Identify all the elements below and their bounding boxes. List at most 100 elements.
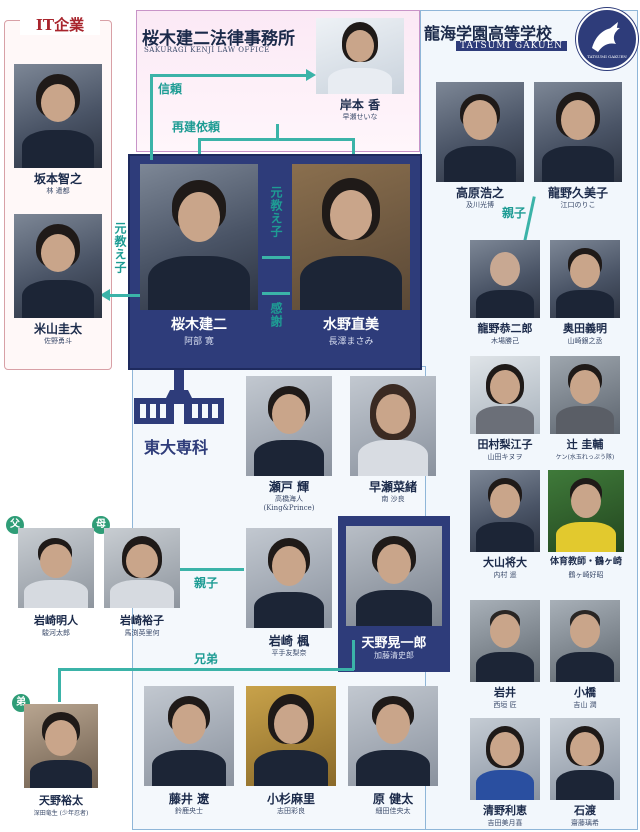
portrait — [246, 528, 332, 628]
portrait — [550, 356, 620, 434]
character-name: 早瀬菜緒 — [368, 480, 417, 494]
character-name: 体育教師・鶴ヶ崎 — [549, 557, 622, 567]
actor-name: 高橋海人 — [275, 495, 303, 503]
character-name: 小杉麻里 — [266, 792, 315, 806]
actor-name: 林 遣都 — [46, 187, 70, 195]
actor-name: ケン(水玉れっぷう隊) — [555, 454, 615, 461]
actor-name: 志田彩良 — [277, 807, 305, 815]
portrait — [470, 470, 540, 552]
portrait — [246, 376, 332, 476]
rebuild-line-stem — [276, 124, 279, 140]
rebuild-line-right — [352, 138, 355, 154]
character-name: 岩崎裕子 — [120, 614, 164, 627]
character-hayase: 早瀬菜緒 南 沙良 — [350, 376, 436, 506]
portrait — [550, 600, 620, 682]
former-student-left-arrowhead-icon — [100, 289, 110, 301]
character-tsuji: 辻 圭輔 ケン(水玉れっぷう隊) — [550, 356, 620, 462]
portrait — [104, 528, 180, 608]
character-name: 坂本智之 — [33, 172, 82, 186]
character-iwai: 岩井 西垣 匠 — [470, 600, 540, 712]
character-name: 原 健太 — [372, 792, 414, 806]
siblings-line-up — [352, 640, 355, 670]
portrait — [470, 718, 540, 800]
portrait — [470, 240, 540, 318]
actor-name: 山田キヌヲ — [487, 453, 523, 461]
actor-name: 馬渕英里何 — [124, 629, 160, 637]
parent-child-family-label: 親子 — [194, 576, 219, 590]
character-amano-koichiro: 天野晃一郎 加藤清史郎 — [346, 526, 442, 666]
character-fujii: 藤井 遼 鈴鹿央士 — [144, 686, 234, 822]
actor-name: 山崎銀之丞 — [567, 337, 603, 345]
trust-line-vertical — [150, 76, 153, 160]
character-kohashi: 小橋 吉山 潤 — [550, 600, 620, 712]
rebuild-line-left — [198, 138, 201, 154]
character-ryukai-kumiko: 龍野久美子 江口のりこ — [534, 82, 622, 218]
character-kishimoto: 岸本 香 早瀬せいな — [316, 18, 404, 126]
actor-name: 吉山 潤 — [573, 701, 597, 709]
character-takahara: 高原浩之 及川光博 — [436, 82, 524, 218]
character-sakamoto: 坂本智之 林 遣都 — [14, 64, 102, 198]
rebuild-label: 再建依頼 — [172, 120, 221, 134]
portrait — [140, 164, 258, 310]
it-company-title: IT企業 — [20, 14, 100, 35]
actor-name: 内村 遥 — [493, 571, 517, 579]
former-student-left-label: 元教え子 — [113, 222, 127, 274]
character-iwasaki-akito: 岩崎明人 駿河太郎 — [18, 528, 94, 638]
character-kosugi: 小杉麻里 志田彩良 — [246, 686, 336, 822]
character-name: 田村梨江子 — [477, 438, 533, 451]
character-okuda: 奥田義明 山崎銀之丞 — [550, 240, 620, 346]
gratitude-line — [262, 292, 290, 295]
character-sakuragi: 桜木建二 阿部 寛 — [140, 164, 258, 347]
character-name: 岩崎 楓 — [268, 634, 310, 648]
character-tsurugasaki: 体育教師・鶴ヶ崎 鶴ヶ崎好昭 — [548, 470, 624, 582]
character-name: 米山圭太 — [33, 322, 82, 336]
school-subtitle: TATSUMI GAKUEN — [456, 41, 568, 51]
character-name: 龍野久美子 — [547, 186, 608, 200]
parent-child-school-label: 親子 — [502, 206, 527, 220]
portrait — [550, 718, 620, 800]
law-office-subtitle: SAKURAGI KENJI LAW OFFICE — [144, 46, 270, 54]
character-name: 岩井 — [494, 686, 516, 699]
character-hara: 原 健太 細田佳央太 — [348, 686, 438, 822]
law-office-title: 桜木建二法律事務所 — [142, 29, 295, 49]
portrait — [316, 18, 404, 94]
character-name: 小橋 — [574, 686, 596, 699]
character-name: 大山将大 — [483, 556, 527, 569]
gratitude-label: 感謝 — [269, 302, 283, 328]
portrait — [24, 704, 98, 788]
portrait — [534, 82, 622, 182]
portrait — [246, 686, 336, 786]
portrait — [14, 64, 102, 168]
character-name: 辻 圭輔 — [566, 438, 604, 451]
actor-name: 長澤まさみ — [328, 337, 374, 347]
siblings-line-horizontal — [58, 668, 354, 671]
former-student-mid-label: 元教え子 — [269, 186, 283, 238]
actor-name: 吉田美月喜 — [487, 819, 523, 827]
todai-course-label: 東大専科 — [144, 438, 209, 457]
portrait — [470, 356, 540, 434]
portrait — [292, 164, 410, 310]
actor-name: 深田竜生 (少年忍者) — [33, 810, 89, 817]
school-seal-icon: TATSUMI GAKUEN — [576, 8, 638, 70]
former-student-left-line — [104, 294, 142, 297]
character-amano-yuta: 天野裕太 深田竜生 (少年忍者) — [24, 704, 98, 822]
trust-arrowhead-icon — [306, 69, 316, 81]
actor-name: 駿河太郎 — [42, 629, 70, 637]
character-name: 清野利恵 — [483, 804, 527, 817]
character-name: 水野直美 — [323, 317, 379, 333]
actor-name: 加藤清史郎 — [374, 651, 414, 660]
character-ryukai-kyojiro: 龍野恭二郎 木場勝己 — [470, 240, 540, 346]
portrait — [18, 528, 94, 608]
character-name: 奥田義明 — [563, 322, 607, 335]
school-seal-text: TATSUMI GAKUEN — [587, 54, 627, 59]
actor-name: 平手友梨奈 — [271, 649, 307, 657]
character-name: 瀬戸 輝 — [268, 480, 310, 494]
actor-name: 南 沙良 — [381, 495, 405, 503]
character-name: 龍野恭二郎 — [477, 322, 533, 335]
actor-name: 木場勝己 — [491, 337, 519, 345]
trust-label: 信頼 — [158, 82, 183, 96]
siblings-label: 兄弟 — [194, 652, 219, 666]
portrait — [14, 214, 102, 318]
school-title: 龍海学園高等学校 — [424, 24, 553, 43]
character-mizuno: 水野直美 長澤まさみ — [292, 164, 410, 347]
